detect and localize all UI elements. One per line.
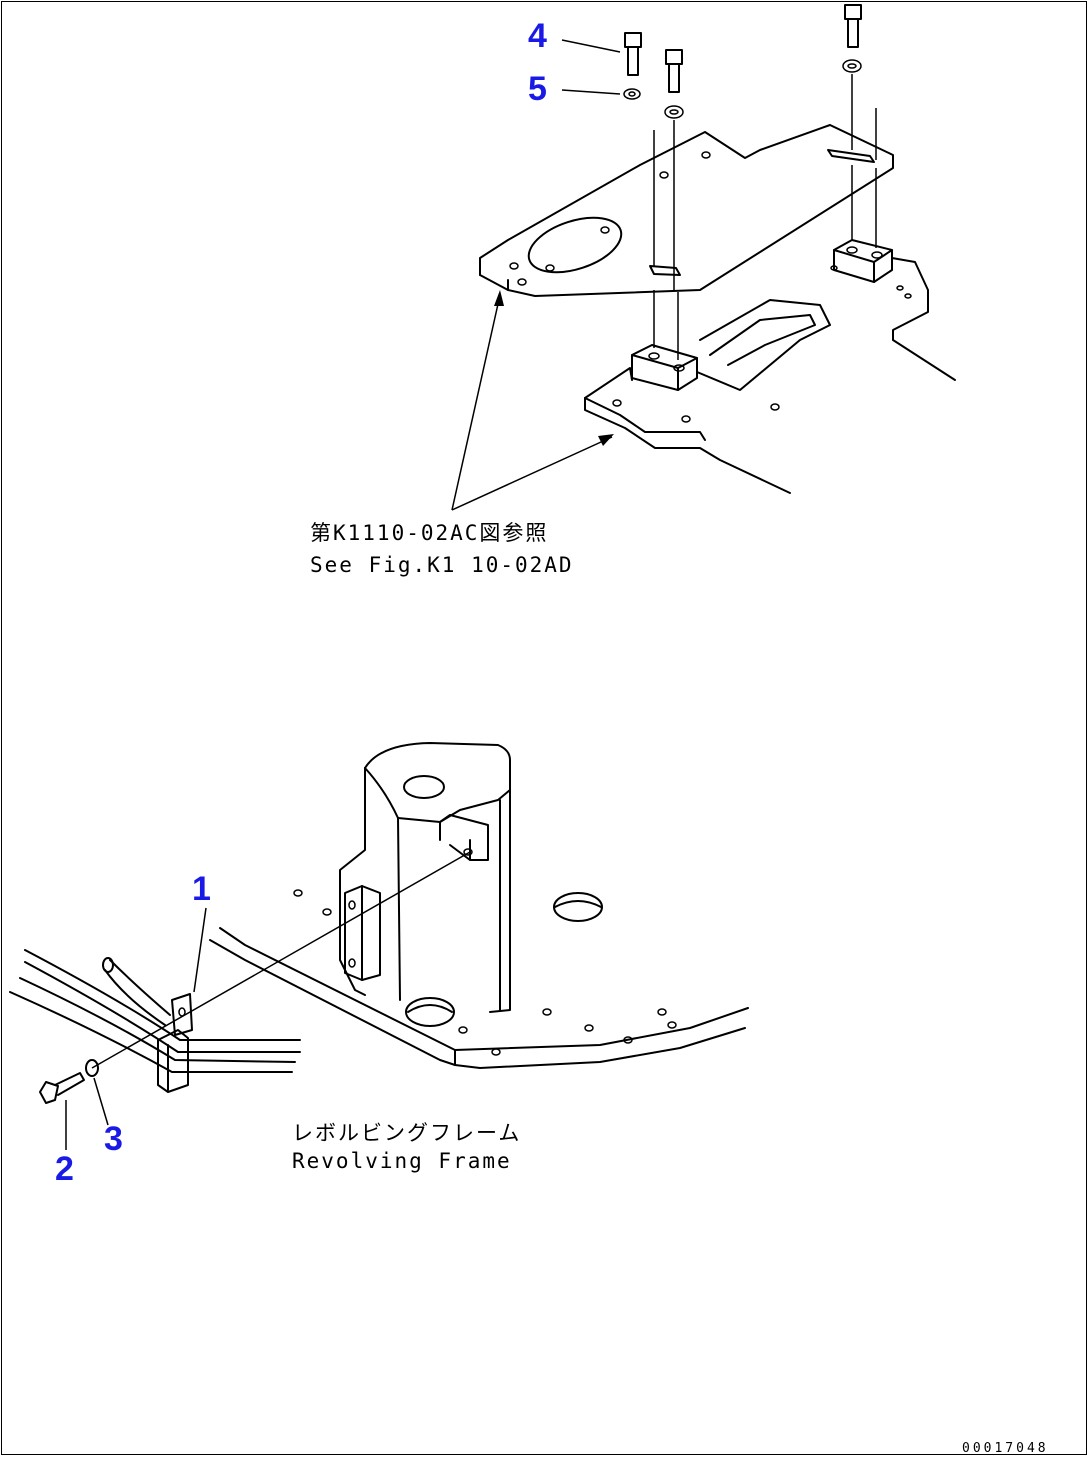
bolt-4-mid [653,49,684,290]
callout-4: 4 [528,17,547,55]
callout-1: 1 [192,870,211,908]
callout-2: 2 [55,1150,74,1188]
assembly-line [91,851,471,1069]
bolt-4-right [842,4,877,248]
frame-label-jp: レボルビングフレーム [292,1121,521,1145]
bolt-4-upper [623,32,642,100]
reference-note-en: See Fig.K1 10-02AD [310,553,574,577]
frame-label-en: Revolving Frame [292,1149,512,1173]
upper-bracket-plate [479,124,894,297]
drawing-code: 00017048 [962,1441,1049,1456]
bolt-2 [39,1072,85,1104]
washer-3 [85,1059,99,1077]
hose-clamp [157,993,193,1093]
reference-arrows [451,290,614,511]
revolving-frame [209,742,749,1069]
upper-frame [584,239,956,494]
hose-bundle [9,949,301,1073]
callout-5: 5 [528,70,547,108]
reference-note-jp: 第K1110-02AC図参照 [310,521,548,545]
callout-3: 3 [104,1120,123,1158]
